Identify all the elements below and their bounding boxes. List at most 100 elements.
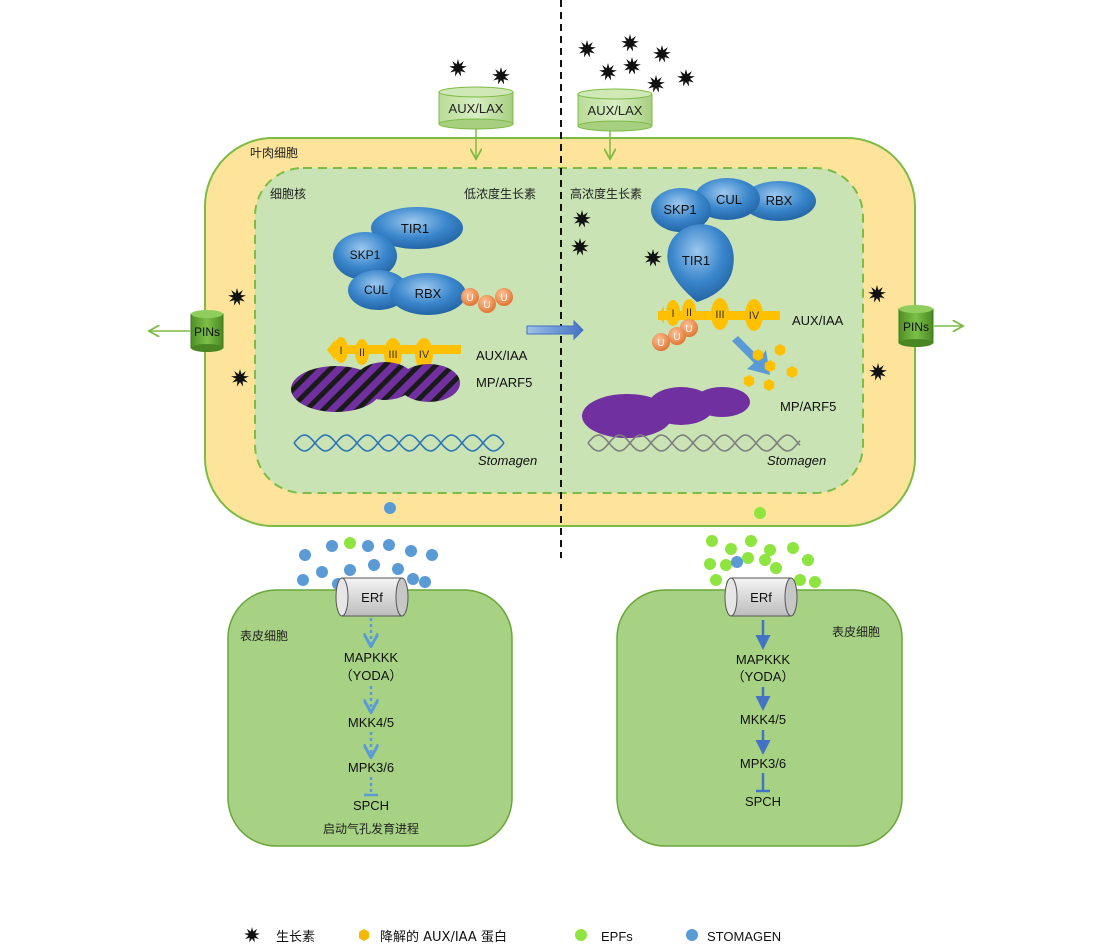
stomagen-dot	[405, 545, 417, 557]
legend-stomagen-label: STOMAGEN	[707, 929, 781, 944]
svg-text:II: II	[686, 307, 692, 319]
epf-dot-icon	[575, 929, 587, 941]
stomagen-dna-right	[587, 434, 801, 452]
hexagon-icon	[764, 360, 776, 372]
svg-text:MAPKKK: MAPKKK	[344, 650, 399, 665]
svg-text:TIR1: TIR1	[682, 253, 710, 268]
legend-auxin	[244, 927, 260, 943]
auxin-star-icon	[653, 45, 671, 63]
auxin-star-icon	[492, 67, 510, 85]
stomagen-dot	[368, 559, 380, 571]
stomagen-dot	[407, 573, 419, 585]
dna-strand	[293, 434, 505, 452]
svg-text:III: III	[715, 309, 724, 321]
stomagen-dot	[297, 574, 309, 586]
stomagen-dot	[419, 576, 431, 588]
svg-text:SPCH: SPCH	[745, 794, 781, 809]
dna-strand	[587, 434, 801, 452]
pins-right: PINs	[898, 305, 962, 347]
mapk-cascade-left: MAPKKK （YODA） MKK4/5 MPK3/6 SPCH	[340, 618, 403, 813]
mp-arf5-right-label: MP/ARF5	[780, 399, 836, 414]
pins-right-label: PINs	[903, 320, 929, 334]
svg-text:CUL: CUL	[364, 283, 388, 297]
stomagen-dot	[731, 556, 743, 568]
svg-text:MPK3/6: MPK3/6	[348, 760, 394, 775]
aux-iaa-right: I II III IV U U U	[652, 298, 780, 351]
svg-text:CUL: CUL	[716, 192, 742, 207]
epf-dot	[745, 535, 757, 547]
peptide-cloud-left	[297, 537, 438, 590]
degradation-arrow	[732, 336, 770, 375]
high-auxin-label: 高浓度生长素	[570, 186, 642, 201]
stomagen-dot	[316, 566, 328, 578]
auxin-star-icon	[244, 927, 260, 943]
epf-dot	[704, 558, 716, 570]
stomagen-dot	[326, 540, 338, 552]
stomagen-left-label: Stomagen	[478, 453, 537, 468]
hexagon-icon	[763, 379, 775, 391]
auxin-star-icon	[623, 57, 641, 75]
auxin-star-icon	[571, 238, 589, 256]
svg-text:MPK3/6: MPK3/6	[740, 756, 786, 771]
auxin-star-icon	[647, 75, 665, 93]
initiate-stomata-label: 启动气孔发育进程	[323, 821, 419, 836]
svg-text:RBX: RBX	[415, 286, 442, 301]
epf-dot	[710, 574, 722, 586]
svg-text:IV: IV	[749, 310, 760, 322]
svg-text:U: U	[500, 293, 507, 304]
legend-auxin-label: 生长素	[276, 930, 315, 945]
aux-iaa-left-label: AUX/IAA	[476, 348, 528, 363]
stomagen-dot-icon	[686, 929, 698, 941]
scf-complex-right: RBX CUL SKP1 TIR1	[651, 178, 816, 302]
epf-dot	[720, 559, 732, 571]
aux-lax-left: AUX/LAX	[438, 86, 514, 158]
epf-dot	[759, 554, 771, 566]
auxin-star-icon	[573, 210, 591, 228]
low-auxin-label: 低浓度生长素	[464, 186, 536, 201]
dna-strand	[587, 434, 801, 452]
svg-text:ERf: ERf	[361, 590, 383, 605]
rbx-right	[742, 181, 816, 221]
svg-text:SKP1: SKP1	[350, 248, 381, 262]
mesophyll-cell-label: 叶肉细胞	[250, 146, 298, 160]
transition-arrow	[526, 319, 584, 341]
skp1-left	[333, 232, 397, 280]
epf-dot	[706, 535, 718, 547]
stomagen-dna-left	[293, 434, 505, 452]
auxin-star-icon	[449, 59, 467, 77]
svg-text:（YODA）: （YODA）	[732, 669, 795, 684]
stomagen-secreted-dot	[384, 502, 396, 514]
legend-degraded-label: 降解的 AUX/IAA 蛋白	[380, 929, 507, 945]
auxin-star-icon	[621, 34, 639, 52]
epidermal-cell-right-label: 表皮细胞	[832, 625, 880, 639]
mapk-cascade-right: MAPKKK （YODA） MKK4/5 MPK3/6 SPCH	[732, 620, 795, 809]
svg-text:II: II	[359, 347, 365, 359]
stomagen-dot	[299, 549, 311, 561]
epf-dot	[764, 544, 776, 556]
stomagen-right-label: Stomagen	[767, 453, 826, 468]
hexagon-icon	[359, 929, 369, 941]
aux-iaa-right-label: AUX/IAA	[792, 313, 844, 328]
hexagon-icon	[774, 344, 786, 356]
auxin-star-icon-group	[228, 34, 887, 387]
svg-text:U: U	[685, 324, 692, 335]
scf-complex-left: TIR1 SKP1 CUL RBX U U U	[333, 207, 513, 315]
auxin-star-icon	[868, 285, 886, 303]
svg-text:（YODA）: （YODA）	[340, 668, 403, 683]
svg-text:U: U	[657, 338, 664, 349]
stomagen-dot	[426, 549, 438, 561]
hexagon-icon	[743, 375, 755, 387]
tir1-right	[667, 224, 734, 302]
svg-text:MKK4/5: MKK4/5	[348, 715, 394, 730]
svg-text:III: III	[388, 349, 397, 361]
epidermal-cell-left-label: 表皮细胞	[240, 629, 288, 643]
aux-lax-right: AUX/LAX	[577, 88, 653, 158]
tir1-left	[371, 207, 463, 249]
hexagon-icon	[752, 349, 764, 361]
svg-text:RBX: RBX	[766, 193, 793, 208]
auxin-star-icon	[677, 69, 695, 87]
auxin-star-icon	[599, 63, 617, 81]
svg-text:U: U	[483, 300, 490, 311]
svg-text:I: I	[671, 308, 674, 320]
